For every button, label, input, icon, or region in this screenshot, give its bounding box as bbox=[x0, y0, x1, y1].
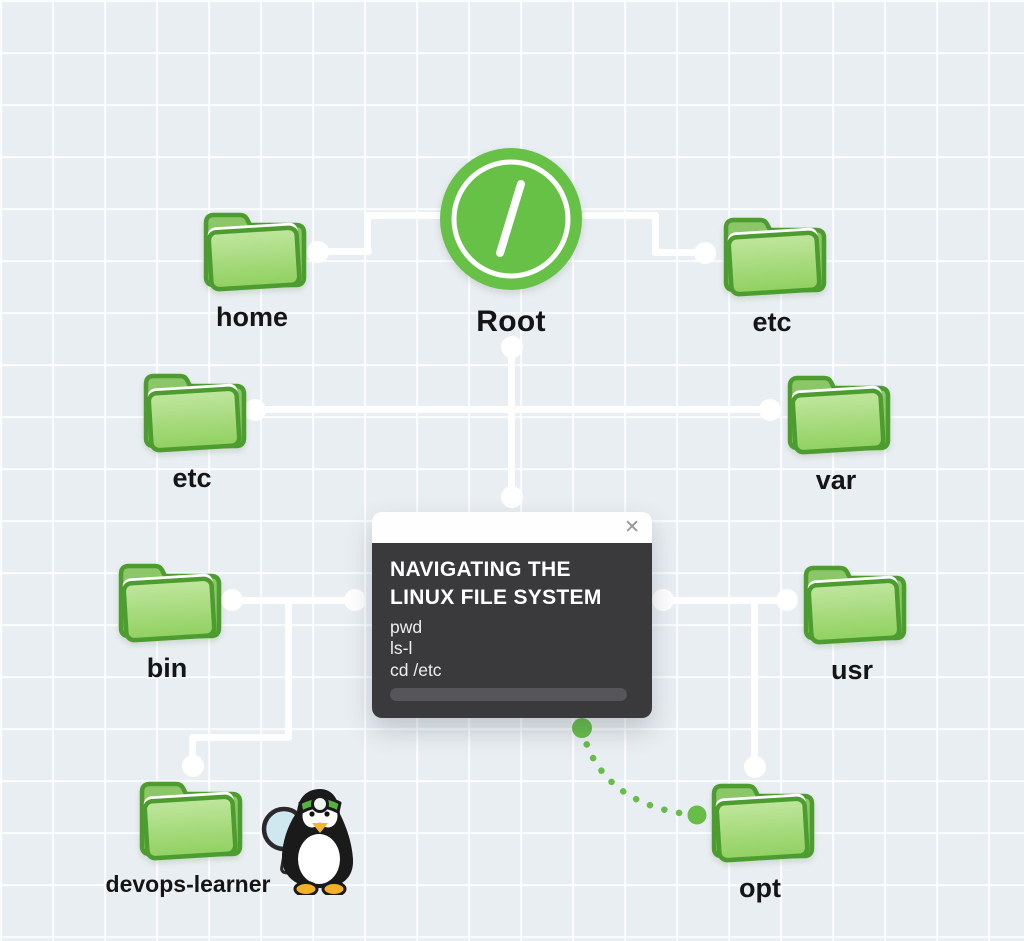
terminal-window: ✕ NAVIGATING THE LINUX FILE SYSTEM pwd l… bbox=[372, 512, 652, 718]
folder-bin[interactable]: bin bbox=[87, 554, 247, 684]
connector-dot bbox=[501, 336, 523, 358]
terminal-titlebar: ✕ bbox=[372, 512, 652, 543]
root-node[interactable]: Root bbox=[438, 146, 584, 339]
folder-label: var bbox=[815, 465, 857, 495]
folder-devops-learner[interactable]: devops-learner bbox=[88, 772, 288, 898]
folder-icon bbox=[787, 375, 891, 455]
root-label: Root bbox=[476, 305, 546, 338]
close-icon[interactable]: ✕ bbox=[624, 517, 640, 538]
connector-line bbox=[189, 734, 196, 770]
connector-dot bbox=[344, 589, 366, 611]
folder-icon bbox=[143, 373, 247, 453]
folder-icon bbox=[118, 563, 222, 643]
connector-line bbox=[652, 212, 659, 256]
folder-etc-left[interactable]: etc bbox=[112, 364, 272, 494]
terminal-command: cd /etc bbox=[390, 659, 442, 680]
folder-home[interactable]: home bbox=[172, 203, 332, 333]
terminal-command: pwd bbox=[390, 616, 423, 637]
folder-icon bbox=[711, 783, 815, 863]
terminal-body: NAVIGATING THE LINUX FILE SYSTEM pwd ls-… bbox=[372, 543, 652, 718]
folder-label: etc bbox=[172, 463, 212, 493]
folder-icon bbox=[803, 565, 907, 645]
folder-icon bbox=[723, 217, 827, 297]
folder-usr[interactable]: usr bbox=[772, 556, 932, 686]
connector-line bbox=[663, 597, 788, 604]
connector-dot bbox=[776, 589, 798, 611]
connector-line bbox=[189, 734, 292, 741]
connector-dot bbox=[744, 756, 766, 778]
connector-dot bbox=[759, 399, 781, 421]
connector-dot bbox=[694, 242, 716, 264]
folder-label: opt bbox=[739, 873, 781, 903]
connector-dot bbox=[652, 589, 674, 611]
root-slash-icon bbox=[440, 148, 582, 290]
folder-etc-top[interactable]: etc bbox=[692, 208, 852, 338]
connector-line bbox=[751, 597, 758, 770]
connector-dot bbox=[244, 399, 266, 421]
connector-line bbox=[652, 249, 706, 256]
folder-label: bin bbox=[146, 653, 188, 683]
connector-dot bbox=[221, 589, 243, 611]
connector-line bbox=[364, 212, 442, 219]
folder-label: etc bbox=[752, 307, 792, 337]
folder-opt[interactable]: opt bbox=[680, 774, 840, 904]
connector-line bbox=[582, 212, 659, 219]
folder-icon bbox=[203, 212, 307, 292]
terminal-command: ls-l bbox=[390, 638, 413, 659]
connector-line bbox=[364, 212, 371, 255]
connector-line bbox=[318, 248, 372, 255]
folder-label: devops-learner bbox=[105, 871, 271, 897]
connector-line bbox=[255, 406, 770, 413]
folder-icon bbox=[139, 781, 243, 861]
terminal-title: NAVIGATING THE LINUX FILE SYSTEM bbox=[390, 558, 602, 609]
connector-dot bbox=[182, 755, 204, 777]
connector-dot bbox=[501, 486, 523, 508]
connector-line bbox=[232, 597, 356, 604]
connector-line bbox=[508, 347, 515, 498]
connector-dot bbox=[307, 241, 329, 263]
folder-label: home bbox=[215, 302, 288, 332]
tux-penguin-magnifier-icon bbox=[261, 789, 354, 895]
connector-line bbox=[285, 597, 292, 741]
folder-label: usr bbox=[830, 655, 874, 685]
terminal-input-bar[interactable] bbox=[390, 687, 627, 701]
folder-var[interactable]: var bbox=[756, 366, 916, 496]
